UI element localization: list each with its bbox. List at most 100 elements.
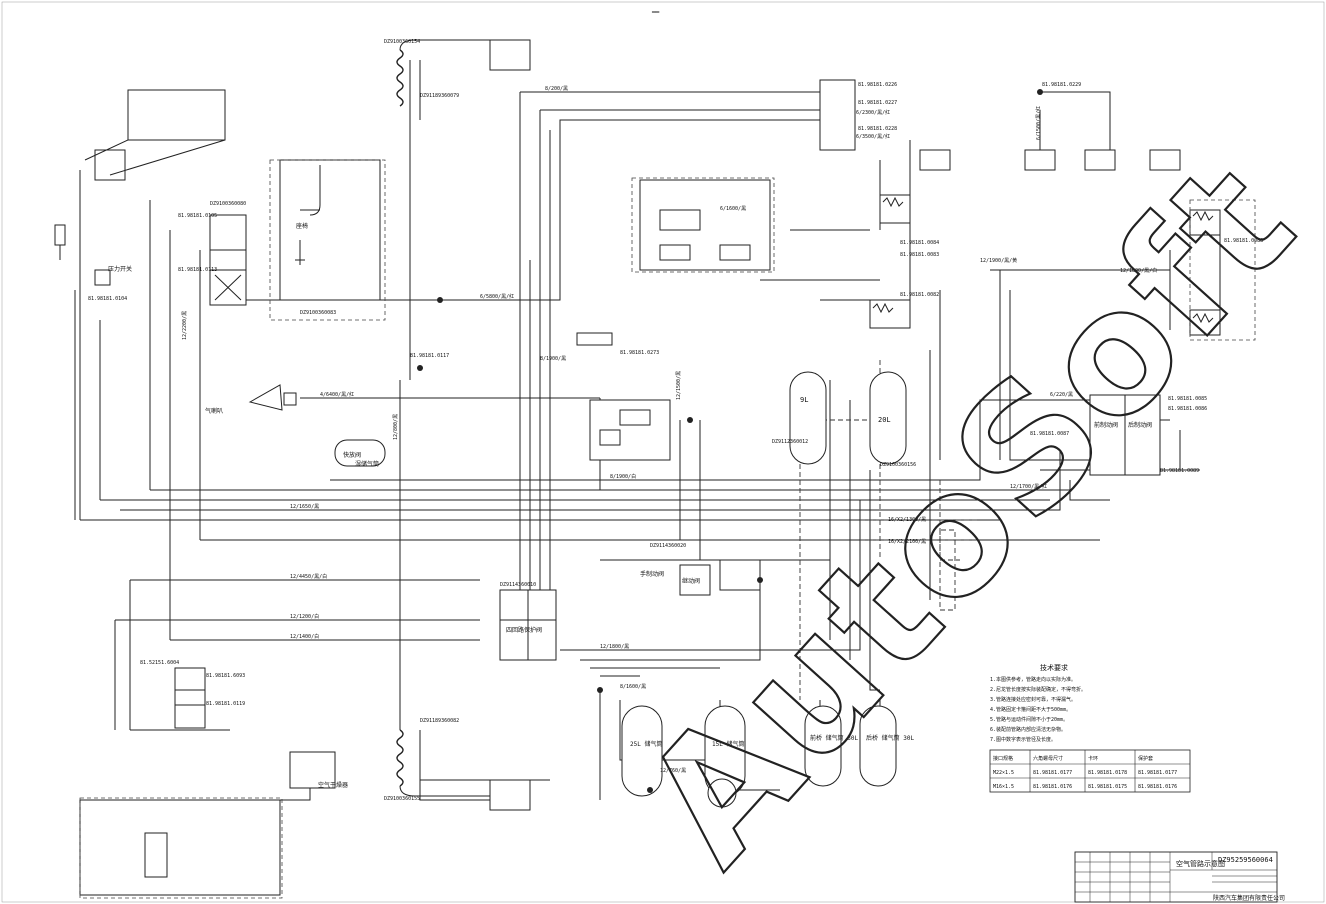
line-label: 12/760/黑 [660, 768, 686, 774]
part-number: DZ9114360010 [500, 582, 536, 588]
line-label: 6/3500/黑/红 [856, 133, 890, 140]
line-label: 12/1500/黑 [676, 371, 682, 400]
part-number: 81.98181.0085 [1168, 396, 1207, 402]
label-tank-9: 9L [800, 396, 808, 404]
part-number: 81.98181.0273 [620, 350, 659, 356]
line-label: 6/5800/黑/红 [480, 293, 514, 300]
table-cell: 81.98181.0177 [1138, 770, 1177, 776]
label-pressure-sw: 压力开关 [108, 265, 132, 273]
company-name: 陕西汽车集团有限责任公司 [1213, 894, 1285, 902]
part-number: 81.98181.0113 [178, 267, 217, 273]
label-quick: 快放阀 [343, 451, 361, 459]
table-header: 六角螺母尺寸 [1033, 755, 1063, 762]
part-number: 81.98181.0104 [88, 296, 127, 302]
table-cell: 81.98181.0176 [1033, 784, 1072, 790]
part-number: DZ9100360154 [384, 39, 420, 45]
label-tank-20: 20L [878, 416, 891, 424]
drawing-title: 空气管路示意图 [1176, 859, 1225, 868]
label-wet-tank: 湿储气筒 [355, 460, 379, 468]
label-valve-front: 前制动阀 [1094, 421, 1118, 429]
line-label: 16/X2/2100/黑 [888, 539, 926, 545]
label-tank-15: 15L 储气筒 [712, 740, 744, 748]
part-number: 81.98181.0226 [858, 82, 897, 88]
part-number: 81.98181.0082 [900, 292, 939, 298]
table-cell: M22×1.5 [993, 770, 1014, 776]
notes-block: 技术要求 1.本图供参考，管路走向以实际为准。 2.尼龙管长度按实际装配确定，不… [990, 663, 1086, 743]
part-number: DZ9100360080 [210, 201, 246, 207]
part-number: DZ9100360083 [300, 310, 336, 316]
line-label: 8/1600/黑 [620, 684, 646, 690]
part-number: 81.98181.0086 [1168, 406, 1207, 412]
line-label: 12/1800/黑/白 [1120, 267, 1157, 274]
notes-line: 6.装配前管路内部应清洁无杂物。 [990, 726, 1066, 733]
top-mark: ══ [651, 9, 660, 16]
line-label: 16/X2/1300/黑 [888, 517, 926, 523]
label-tank-rear: 后桥 储气筒 30L [866, 734, 914, 742]
line-label: 12/1900/黑/黄 [980, 257, 1017, 264]
part-number: 81.98181.0083 [900, 252, 939, 258]
line-label: 12/1700/黑/红 [1010, 483, 1047, 490]
part-number: DZ91189360082 [420, 718, 459, 724]
notes-line: 7.图中数字表示管径及长度。 [990, 736, 1056, 743]
notes-line: 4.管路固定卡箍间距不大于500mm。 [990, 706, 1071, 713]
part-number: 81.98181.0228 [858, 126, 897, 132]
label-valve-relay: 继动阀 [682, 577, 700, 585]
table-cell: 81.98181.0178 [1088, 770, 1127, 776]
notes-heading: 技术要求 [1040, 663, 1068, 672]
part-number: DZ9100360155 [384, 796, 420, 802]
notes-line: 3.管路连接处应密封可靠，不得漏气。 [990, 696, 1076, 703]
part-number: 81.98181.0105 [178, 213, 217, 219]
part-number: DZ9112360012 [772, 439, 808, 445]
line-label: 12/1200/白 [290, 613, 319, 620]
component-labels: 座椅 气喇叭 快放阀 9L 20L 前制动阀 后制动阀 四回路保护阀 继动阀 手… [108, 222, 1152, 789]
part-number: 81.98181.0227 [858, 100, 897, 106]
table-cell: 81.98181.0176 [1138, 784, 1177, 790]
part-number: DZ9100360156 [880, 462, 916, 468]
part-number: 81.98181.0084 [900, 240, 939, 246]
label-tank-25: 25L 储气筒 [630, 740, 662, 748]
label-valve-hand: 手制动阀 [640, 570, 664, 578]
line-label: 6/1500/黑/红 [1035, 106, 1042, 140]
table-cell: 81.98181.0175 [1088, 784, 1127, 790]
part-number: 81.98181.0087 [1030, 431, 1069, 437]
line-label: 6/2300/黑/红 [856, 109, 890, 116]
notes-line: 1.本图供参考，管路走向以实际为准。 [990, 676, 1076, 683]
part-number: DZ9114360020 [650, 543, 686, 549]
notes-line: 5.管路与运动件间隙不小于20mm。 [990, 716, 1068, 723]
line-label: 8/1900/白 [610, 473, 636, 480]
table-cell: M16×1.5 [993, 784, 1014, 790]
components [54, 39, 1256, 899]
part-number: 81.98181.6093 [206, 673, 245, 679]
label-dryer: 空气干燥器 [318, 781, 348, 789]
line-label: 12/1800/黑 [600, 644, 629, 650]
part-number: DZ91189360079 [420, 93, 459, 99]
line-label: 12/800/黑 [393, 414, 399, 440]
part-number: 81.52151.6004 [140, 660, 179, 666]
part-number: 81.98181.0117 [410, 353, 449, 359]
line-label: 6/1600/黑 [720, 206, 746, 212]
table-header: 保护套 [1138, 755, 1153, 762]
label-tank-front: 前桥 储气筒 30L [810, 734, 858, 742]
line-label: 12/1650/黑 [290, 504, 319, 510]
table-cell: 81.98181.0177 [1033, 770, 1072, 776]
line-label: 8/1900/黑 [540, 356, 566, 362]
spec-table: 接口规格 六角螺母尺寸 卡环 保护套 M22×1.5 81.98181.0177… [989, 749, 1191, 793]
part-labels: 81.98181.0229 81.98181.0226 81.98181.022… [88, 39, 1263, 802]
notes-line: 2.尼龙管长度按实际装配确定，不得弯折。 [990, 686, 1086, 693]
line-label: 4/6400/黑/红 [320, 391, 354, 398]
part-number: 81.98181.0089 [1160, 468, 1199, 474]
line-label: 12/4450/黑/白 [290, 573, 327, 580]
line-label: 6/220/黑 [1050, 392, 1073, 398]
part-number: 81.98181.0088 [1224, 238, 1263, 244]
title-block: DZ95259560064 空气管路示意图 陕西汽车集团有限责任公司 [1074, 851, 1285, 903]
label-seat: 座椅 [296, 222, 308, 230]
label-valve-four: 四回路保护阀 [506, 626, 542, 634]
label-valve-rear: 后制动阀 [1128, 421, 1152, 429]
line-label: 12/1400/白 [290, 633, 319, 640]
line-label: 8/200/黑 [545, 86, 568, 92]
part-number: 81.98181.0119 [206, 701, 245, 707]
table-header: 卡环 [1088, 755, 1098, 762]
line-labels: 8/200/黑 6/5800/黑/红 12/1650/黑 12/4450/黑/白… [182, 86, 1157, 774]
